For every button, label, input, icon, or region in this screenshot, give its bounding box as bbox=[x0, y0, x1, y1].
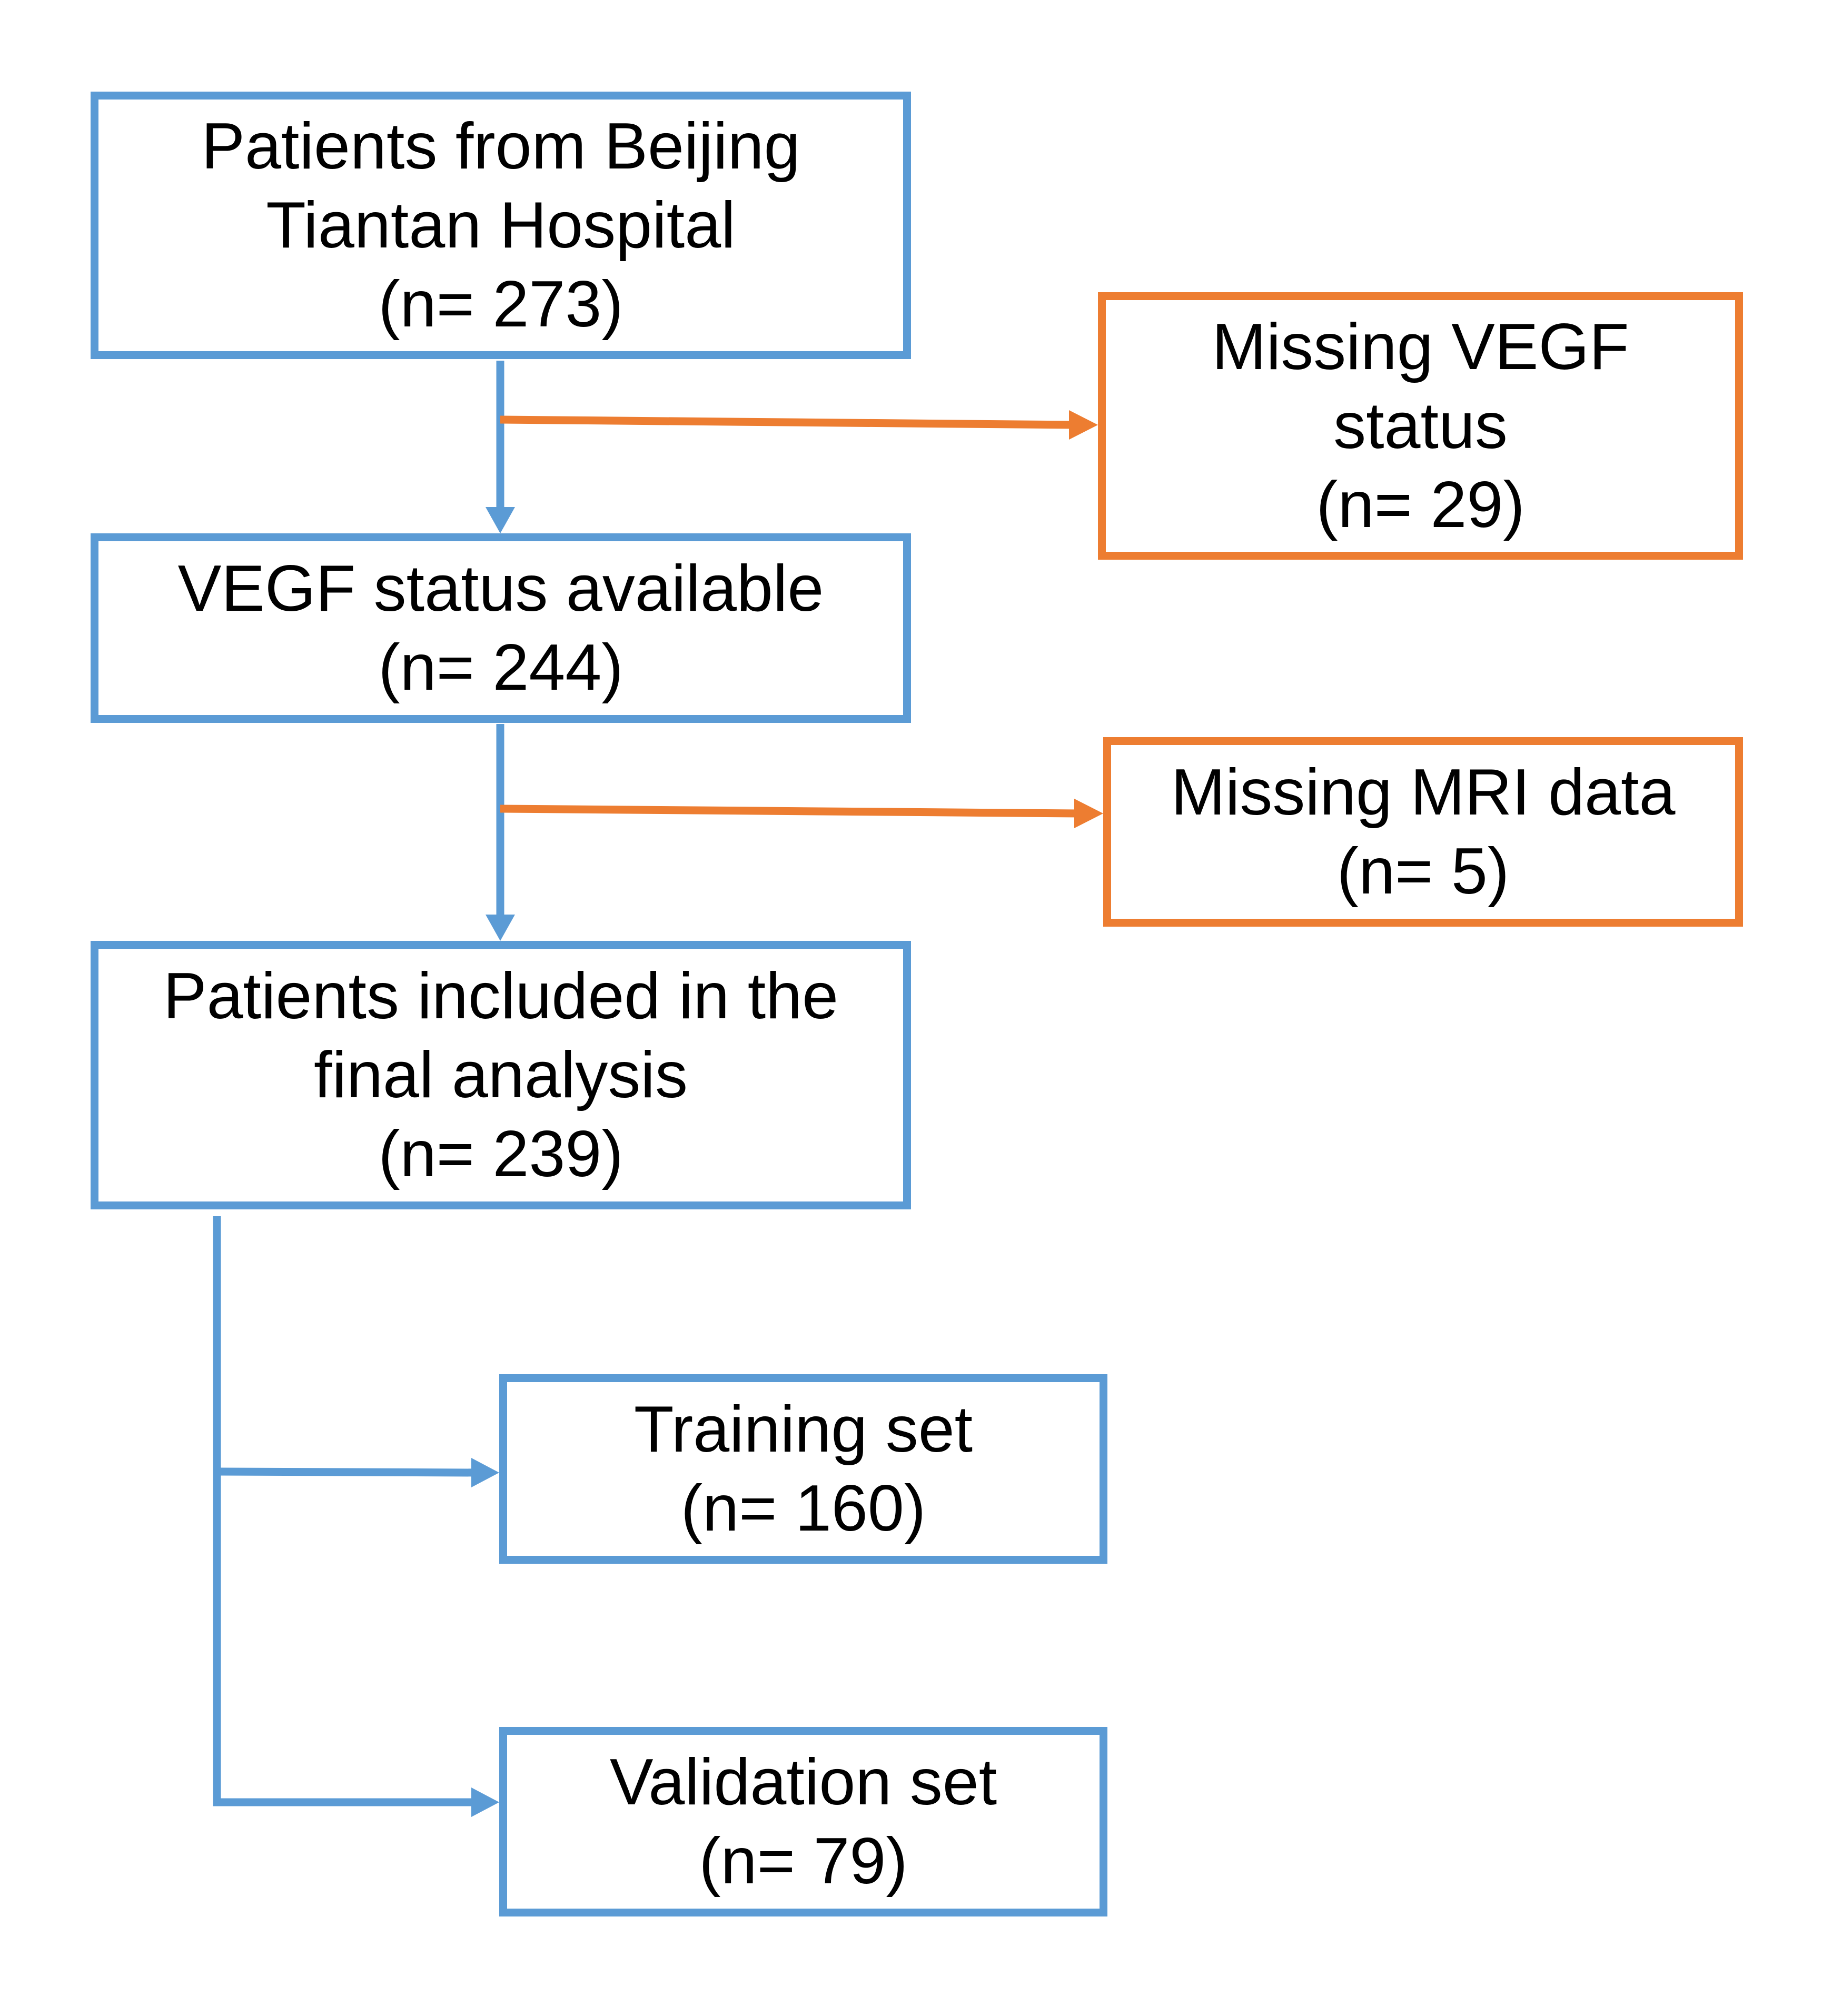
missing-mri-count: (n= 5) bbox=[1336, 835, 1510, 908]
arrowhead-to-validation bbox=[471, 1787, 499, 1817]
arrow-to-missing-vegf bbox=[500, 415, 1075, 429]
missing-vegf-count: (n= 29) bbox=[1316, 469, 1525, 541]
training-line-1: Training set bbox=[633, 1393, 973, 1466]
arrowhead-to-missing-vegf bbox=[1069, 410, 1098, 440]
final-analysis-line-2: final analysis bbox=[314, 1039, 688, 1111]
source-line-2: Tiantan Hospital bbox=[266, 189, 736, 262]
split-connector bbox=[213, 1216, 477, 1806]
arrow-to-missing-mri bbox=[500, 805, 1080, 818]
box-source-patients: Patients from Beijing Tiantan Hospital (… bbox=[91, 92, 911, 359]
box-validation-set: Validation set (n= 79) bbox=[499, 1727, 1107, 1916]
arrowhead-source-to-vegf-available bbox=[486, 507, 515, 533]
arrowhead-to-missing-mri bbox=[1074, 799, 1103, 828]
source-line-1: Patients from Beijing bbox=[201, 110, 800, 183]
missing-vegf-line-1: Missing VEGF bbox=[1212, 311, 1629, 383]
box-training-set: Training set (n= 160) bbox=[499, 1374, 1107, 1564]
box-missing-mri: Missing MRI data (n= 5) bbox=[1103, 737, 1743, 927]
vegf-available-count: (n= 244) bbox=[378, 631, 623, 704]
source-count: (n= 273) bbox=[378, 268, 623, 341]
missing-vegf-line-2: status bbox=[1333, 390, 1508, 462]
training-count: (n= 160) bbox=[680, 1472, 926, 1545]
validation-line-1: Validation set bbox=[609, 1746, 997, 1819]
arrowhead-vegf-available-to-final bbox=[486, 915, 515, 941]
vegf-available-line-1: VEGF status available bbox=[177, 552, 824, 625]
missing-mri-line-1: Missing MRI data bbox=[1171, 756, 1676, 829]
final-analysis-count: (n= 239) bbox=[378, 1118, 623, 1190]
box-final-analysis: Patients included in the final analysis … bbox=[91, 941, 911, 1209]
validation-count: (n= 79) bbox=[699, 1825, 908, 1898]
box-vegf-available: VEGF status available (n= 244) bbox=[91, 533, 911, 723]
arrow-to-training bbox=[216, 1467, 477, 1477]
box-missing-vegf: Missing VEGF status (n= 29) bbox=[1098, 292, 1743, 560]
arrowhead-to-training bbox=[471, 1458, 499, 1487]
final-analysis-line-1: Patients included in the bbox=[163, 960, 839, 1032]
